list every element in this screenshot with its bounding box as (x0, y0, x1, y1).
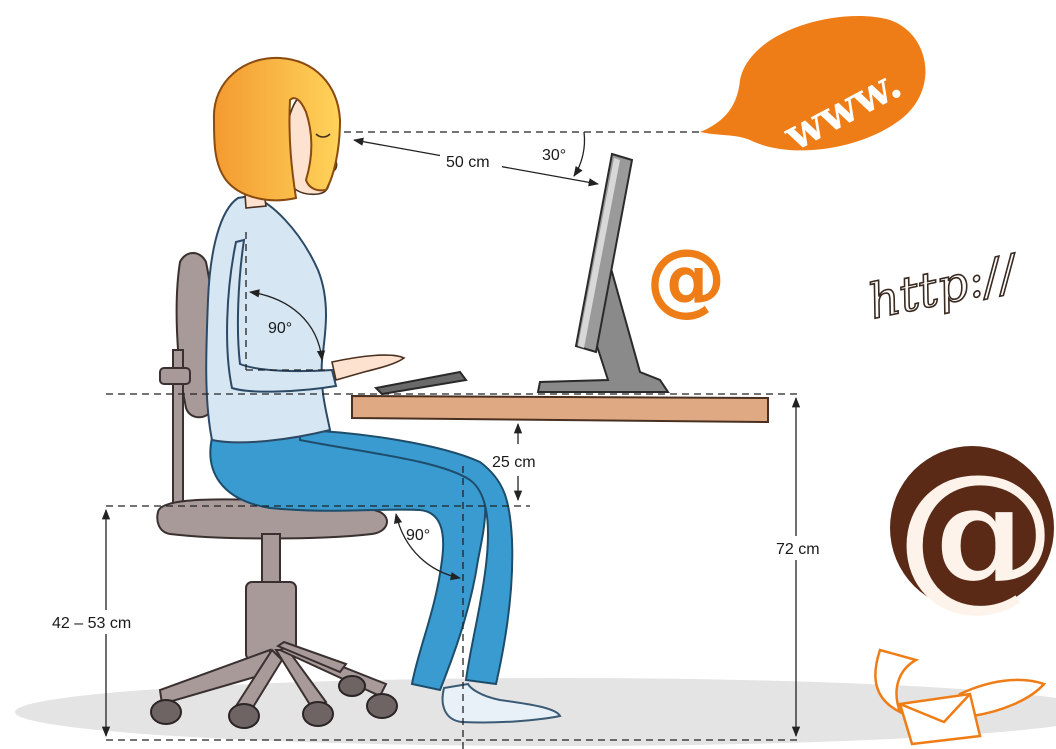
thigh-clearance-label: 25 cm (492, 454, 536, 471)
desk-height-label: 72 cm (776, 541, 820, 558)
view-angle-label: 30° (542, 147, 566, 164)
orange-at-symbol: @ (646, 232, 726, 325)
brown-at-text: @ (896, 438, 1056, 626)
elbow-angle-label: 90° (268, 320, 292, 337)
brown-at-symbol: @ (890, 438, 1056, 626)
keyboard (376, 372, 466, 394)
eye-distance-label: 50 cm (446, 154, 490, 171)
www-bubble: www. (700, 16, 925, 162)
seat-height-label: 42 – 53 cm (52, 615, 131, 632)
desk (352, 396, 768, 422)
http-text: http:// (864, 244, 1026, 331)
knee-angle-label: 90° (406, 527, 430, 544)
